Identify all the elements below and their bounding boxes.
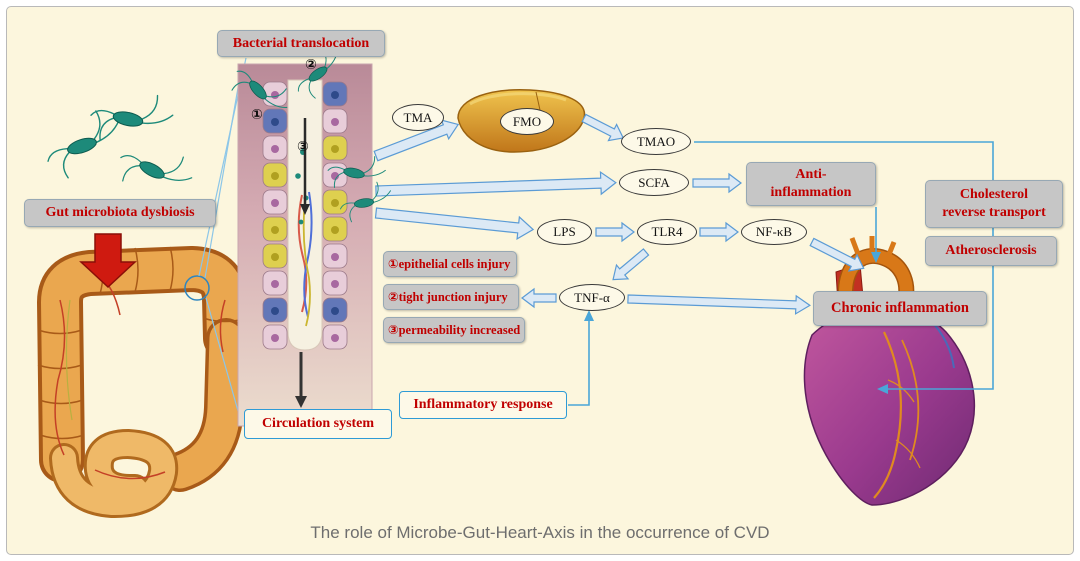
arrow-tlr4-to-tnfa [612, 248, 650, 281]
node-tma: TMA [392, 104, 444, 131]
arrow-villus-to-lps [374, 207, 535, 241]
label-bacterial-translocation: Bacterial translocation [217, 30, 385, 57]
label-gut-microbiota-dysbiosis: Gut microbiota dysbiosis [24, 199, 216, 227]
node-scfa: SCFA [619, 169, 689, 196]
label-cholesterol-reverse-transport: Cholesterol reverse transport [925, 180, 1063, 228]
label-circulation-system: Circulation system [244, 409, 392, 439]
arrow-scfa-to-antiinflammation [692, 172, 742, 194]
arrow-villus-to-liver [373, 119, 460, 162]
node-nfkb: NF-κB [741, 219, 807, 245]
label-epithelial-cells-injury: ①epithelial cells injury [383, 251, 517, 277]
label-anti-inflammation: Anti- inflammation [746, 162, 876, 206]
arrow-lps-to-tlr4 [595, 221, 635, 243]
colon-illustration [37, 57, 249, 518]
inflammatory-response-to-tnfa-line [568, 321, 590, 406]
arrow-nfkb-to-heart [809, 237, 865, 272]
node-fmo: FMO [500, 108, 554, 135]
node-tnfa: TNF-α [559, 284, 625, 311]
zoom-cone-line-bottom [205, 297, 241, 419]
villus-marker-2: ② [305, 57, 317, 73]
villus-illustration [237, 63, 373, 427]
label-atherosclerosis: Atherosclerosis [925, 236, 1057, 266]
arrow-tnfa-to-injury-list [521, 287, 557, 309]
node-tmao: TMAO [621, 128, 691, 155]
label-tight-junction-injury: ②tight junction injury [383, 284, 519, 310]
zoom-circle [184, 275, 210, 301]
arrow-tnfa-to-chronic-inflammation [627, 294, 811, 315]
heart-icon [803, 236, 976, 506]
villus-marker-3: ③ [297, 139, 309, 155]
arrow-liver-to-tmao [581, 113, 625, 142]
villus-marker-1: ① [251, 107, 263, 123]
arrow-villus-to-scfa [375, 170, 617, 197]
label-inflammatory-response: Inflammatory response [399, 391, 567, 419]
label-chronic-inflammation: Chronic inflammation [813, 291, 987, 326]
arrow-tlr4-to-nfkb [699, 221, 739, 243]
red-down-arrow [79, 233, 137, 289]
label-permeability-increased: ③permeability increased [383, 317, 525, 343]
figure-caption: The role of Microbe-Gut-Heart-Axis in th… [310, 523, 770, 542]
node-tlr4: TLR4 [637, 219, 697, 245]
node-lps: LPS [537, 219, 592, 245]
